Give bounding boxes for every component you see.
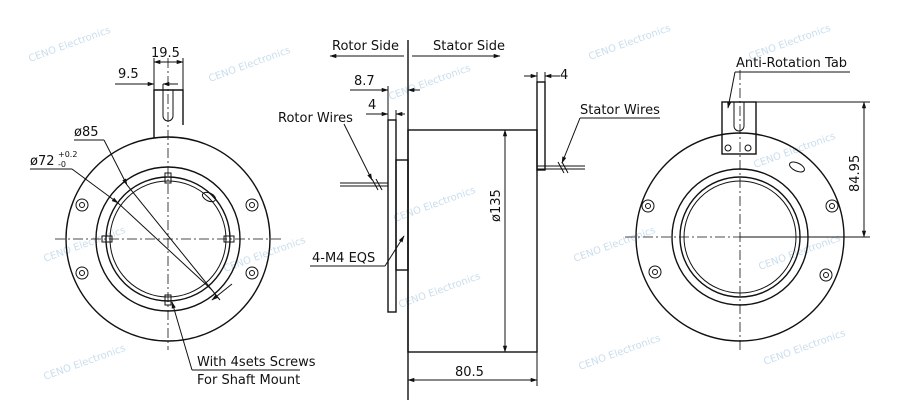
- screws-label-line1: With 4sets Screws: [197, 355, 316, 370]
- watermark-5: CENO Electronics: [42, 343, 127, 383]
- rotor-wires-label: Rotor Wires: [278, 111, 353, 126]
- stator-wires-label: Stator Wires: [580, 103, 660, 118]
- watermark-3: CENO Electronics: [42, 225, 127, 265]
- watermark-14: CENO Electronics: [762, 328, 847, 368]
- screws-label-line2: For Shaft Mount: [197, 373, 300, 388]
- watermark-7: CENO Electronics: [392, 185, 477, 225]
- watermark-11: CENO Electronics: [572, 225, 657, 265]
- left-front-view: 19.5 9.5 ø85 ø72 +0.2 -0 With 4sets Scre…: [30, 46, 316, 388]
- left-mounting-holes: [75, 198, 259, 280]
- watermark-13: CENO Electronics: [577, 333, 662, 373]
- watermark-group: CENO Electronics CENO Electronics CENO E…: [27, 23, 847, 383]
- left-logo-oval: [201, 191, 217, 203]
- dim-4-right: 4: [560, 68, 568, 83]
- rotor-side-label: Rotor Side: [332, 39, 399, 54]
- dim-8-7: 8.7: [354, 74, 375, 89]
- dim-135: ø135: [489, 189, 504, 222]
- dim-4-left: 4: [368, 98, 376, 113]
- dim-72-tol-plus: +0.2: [58, 150, 77, 159]
- dim-85: ø85: [74, 125, 99, 140]
- right-tab-slot: [733, 102, 745, 132]
- anti-rotation-label: Anti-Rotation Tab: [736, 56, 847, 71]
- watermark-8: CENO Electronics: [397, 271, 482, 311]
- watermark-9: CENO Electronics: [587, 23, 672, 63]
- watermark-2: CENO Electronics: [207, 45, 292, 85]
- stator-tab: [536, 81, 546, 171]
- left-tab: [153, 89, 184, 138]
- right-front-view: Anti-Rotation Tab 84.95: [625, 56, 870, 350]
- middle-side-view: Rotor Side Stator Side Rotor Wires Stato…: [278, 39, 660, 400]
- watermark-4: CENO Electronics: [222, 235, 307, 275]
- dim-72-tol-minus: -0: [58, 160, 66, 169]
- watermark-1: CENO Electronics: [27, 25, 112, 65]
- watermark-15: CENO Electronics: [752, 131, 837, 171]
- right-logo-oval: [789, 161, 805, 173]
- dim-84-95: 84.95: [848, 155, 863, 192]
- dim-9-5: 9.5: [118, 67, 139, 82]
- watermark-6: CENO Electronics: [387, 63, 472, 103]
- slip-ring-body: [407, 129, 538, 353]
- right-mounting-holes: [641, 199, 839, 282]
- dim-80-5: 80.5: [455, 365, 484, 380]
- right-tab: [721, 101, 757, 155]
- dim-19-5: 19.5: [151, 46, 180, 61]
- m4-label: 4-M4 EQS: [312, 251, 375, 266]
- stator-side-label: Stator Side: [433, 39, 505, 54]
- dim-72: ø72: [30, 154, 55, 169]
